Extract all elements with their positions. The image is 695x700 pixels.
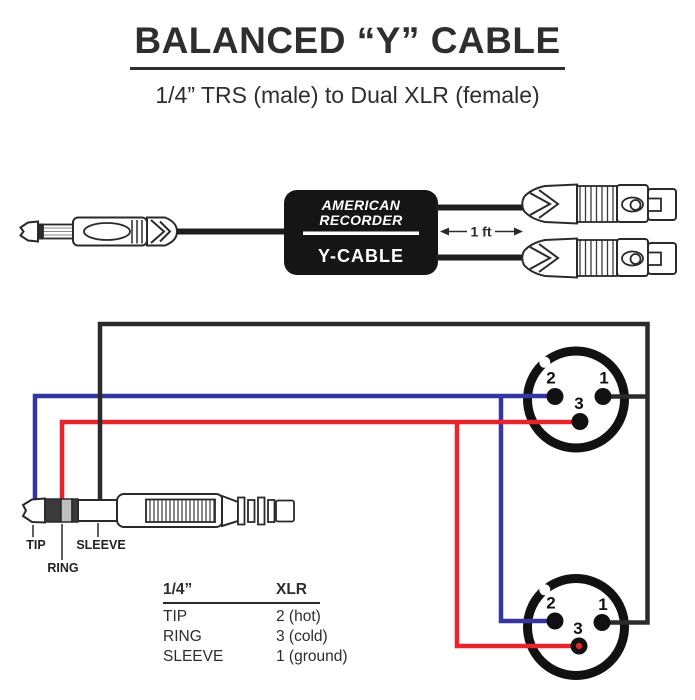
xlr-female-connector-top	[521, 183, 677, 225]
model-label: Y-CABLE	[318, 246, 404, 266]
wiring-table: 1/4” XLR TIP 2 (hot) RING 3 (cold) SLEEV…	[163, 581, 348, 667]
pin2-top	[546, 388, 564, 405]
schematic-ring-band	[60, 498, 73, 523]
row-conductor: SLEEVE	[163, 648, 224, 665]
trs-plug-photo	[19, 216, 179, 247]
tip-wire-blue	[32, 393, 555, 624]
page-subtitle: 1/4” TRS (male) to Dual XLR (female)	[155, 82, 540, 108]
table-row: RING 3 (cold)	[163, 627, 343, 647]
xlr-female-connector-bottom	[521, 237, 677, 279]
pin1-top	[594, 388, 612, 405]
pin3-bottom-wire-core	[575, 642, 583, 650]
xlr-pinout-bottom-pins: 2 1 3	[546, 594, 611, 655]
schematic-sleeve-shaft	[77, 499, 119, 522]
conductor-labels: TIP RING SLEEVE	[26, 523, 126, 575]
pin1-bottom-label: 1	[598, 595, 607, 614]
pin2-top-label: 2	[546, 369, 555, 388]
schematic-cable-end	[275, 499, 295, 523]
row-xlr: 2 (hot)	[276, 608, 321, 625]
ring-label: RING	[47, 561, 78, 575]
row-xlr: 1 (ground)	[276, 648, 348, 665]
row-conductor: TIP	[163, 608, 188, 625]
brand-rule	[303, 231, 419, 235]
length-label: 1 ft	[471, 224, 492, 240]
pin1-top-label: 1	[599, 369, 608, 388]
wiring-table-header: 1/4” XLR	[163, 581, 320, 604]
page-header: BALANCED “Y” CABLE 1/4” TRS (male) to Du…	[0, 20, 695, 109]
pin1-bottom	[593, 614, 611, 631]
table-row: SLEEVE 1 (ground)	[163, 647, 348, 667]
col1-header: 1/4”	[163, 581, 193, 598]
plug-barrel-highlight	[83, 222, 131, 241]
plug-tip-band	[38, 223, 43, 240]
schematic-insulator1	[44, 498, 62, 523]
brand-line1: AMERICAN	[321, 197, 401, 213]
row-xlr: 3 (cold)	[276, 628, 328, 645]
pin3-top-label: 3	[574, 394, 583, 413]
length-dimension: 1 ft	[440, 224, 523, 240]
sleeve-label: SLEEVE	[76, 538, 125, 552]
schematic-tip	[21, 497, 46, 524]
brand-line2: RECORDER	[319, 212, 403, 228]
xlr-pinout-top-pins: 2 1 3	[546, 369, 612, 430]
row-conductor: RING	[163, 628, 202, 645]
ring-wire-red	[59, 419, 579, 649]
pin2-bottom-label: 2	[546, 594, 555, 613]
pin2-bottom	[546, 612, 564, 630]
schematic-grip	[145, 498, 216, 523]
table-row: TIP 2 (hot)	[163, 607, 343, 627]
col2-header: XLR	[276, 581, 307, 598]
schematic-taper	[221, 494, 239, 528]
xlr-pinout-bottom-ring	[523, 574, 629, 680]
plug-tip	[19, 220, 39, 243]
pin3-bottom-label: 3	[573, 619, 582, 638]
tip-label: TIP	[26, 538, 45, 552]
page-title: BALANCED “Y” CABLE	[130, 20, 565, 70]
pin3-top	[571, 413, 589, 430]
trs-plug-schematic	[21, 493, 295, 528]
y-cable-box: AMERICAN RECORDER Y-CABLE	[284, 190, 438, 275]
